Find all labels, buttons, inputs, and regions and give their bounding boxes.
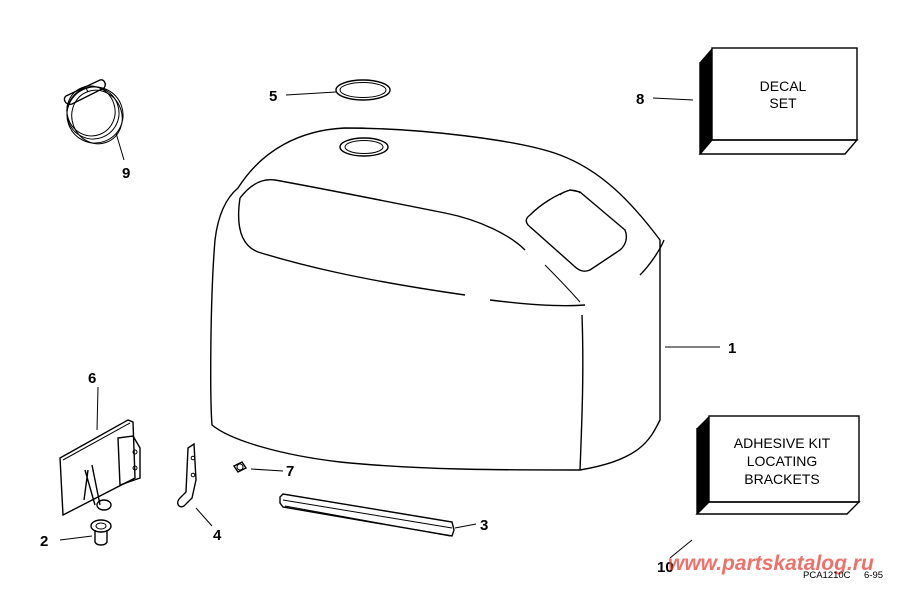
decal-set-box: DECAL SET	[698, 47, 859, 155]
watermark-text: www.partskatalog.ru	[668, 552, 874, 575]
seal-strip-part	[279, 493, 455, 537]
engine-cover-part	[210, 127, 665, 471]
callout-7: 7	[286, 463, 294, 480]
callout-2: 2	[40, 533, 48, 550]
cable-part	[63, 79, 124, 145]
callout-9: 9	[122, 165, 130, 182]
callout-10: 10	[657, 559, 674, 576]
decal-box-line-1: DECAL	[760, 78, 807, 94]
date-code: 6-95	[864, 570, 883, 581]
latch-plate-part	[59, 419, 141, 517]
callout-8: 8	[636, 91, 644, 108]
leader-lines	[59, 91, 720, 559]
grommet-part	[90, 519, 112, 546]
callout-5: 5	[269, 88, 277, 105]
callout-numbers: 1 2 3 4 5 6 7 8 9 10	[40, 88, 736, 576]
bracket-part	[177, 442, 197, 508]
callout-4: 4	[213, 527, 222, 544]
decal-box-line-2: SET	[769, 95, 797, 111]
adhesive-kit-box: ADHESIVE KIT LOCATING BRACKETS	[695, 415, 861, 515]
adhesive-box-line-3: BRACKETS	[744, 471, 819, 487]
screw-part	[232, 461, 248, 473]
callout-6: 6	[88, 370, 96, 387]
callout-1: 1	[728, 340, 736, 357]
adhesive-box-line-2: LOCATING	[747, 453, 818, 469]
reference-code: PCA1210C	[803, 570, 851, 581]
callout-3: 3	[480, 517, 488, 534]
adhesive-box-line-1: ADHESIVE KIT	[734, 435, 831, 451]
o-ring-part	[335, 79, 391, 101]
